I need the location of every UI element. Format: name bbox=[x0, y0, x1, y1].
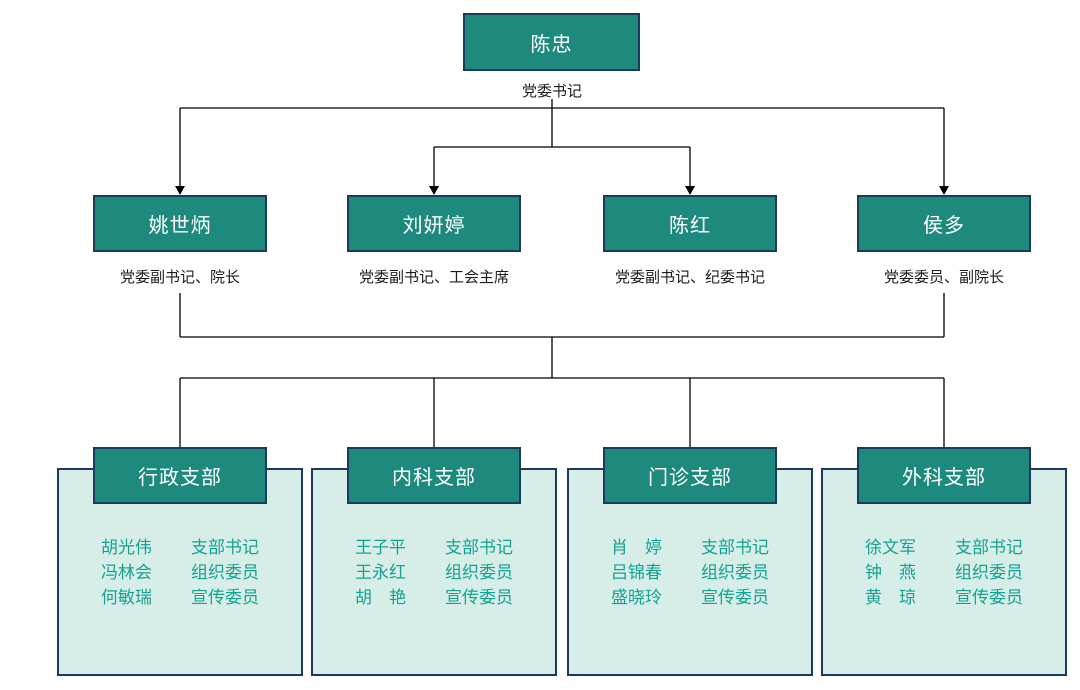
member-name: 肖 婷 bbox=[611, 538, 662, 558]
org-node-dept[interactable]: 行政支部 bbox=[93, 447, 267, 504]
member-row: 王子平 支部书记 bbox=[355, 536, 513, 561]
member-role: 宣传委员 bbox=[445, 588, 513, 608]
org-node-root[interactable]: 陈忠 bbox=[463, 13, 640, 71]
org-node-leader[interactable]: 陈红 bbox=[603, 195, 777, 252]
org-node-name: 陈忠 bbox=[530, 31, 573, 56]
org-node-leader[interactable]: 姚世炳 bbox=[93, 195, 267, 252]
arrowhead-icon bbox=[429, 186, 439, 195]
org-node-title: 党委副书记、纪委书记 bbox=[614, 268, 765, 286]
member-row: 胡 艳 宣传委员 bbox=[355, 586, 513, 611]
member-row: 冯林会 组织委员 bbox=[101, 561, 259, 586]
member-row: 王永红 组织委员 bbox=[355, 561, 513, 586]
member-list: 徐文军 支部书记 钟 燕 组织委员 黄 琼 宣传委员 bbox=[865, 536, 1023, 611]
member-role: 支部书记 bbox=[955, 538, 1023, 558]
org-node-name: 行政支部 bbox=[138, 465, 222, 489]
org-node-leader[interactable]: 侯多 bbox=[857, 195, 1031, 252]
org-node-name: 门诊支部 bbox=[648, 465, 732, 489]
member-name: 黄 琼 bbox=[865, 588, 916, 608]
member-role: 组织委员 bbox=[191, 563, 259, 583]
member-role: 宣传委员 bbox=[955, 588, 1023, 608]
arrowhead-icon bbox=[175, 186, 185, 195]
org-node-title: 党委副书记、工会主席 bbox=[358, 268, 509, 286]
member-row: 黄 琼 宣传委员 bbox=[865, 586, 1023, 611]
member-name: 吕锦春 bbox=[611, 563, 662, 583]
member-name: 盛晓玲 bbox=[611, 588, 662, 608]
member-role: 组织委员 bbox=[701, 563, 769, 583]
member-role: 支部书记 bbox=[191, 538, 259, 558]
org-node-title: 党委书记 bbox=[521, 82, 582, 100]
member-row: 肖 婷 支部书记 bbox=[611, 536, 769, 561]
member-name: 钟 燕 bbox=[865, 563, 916, 583]
member-name: 王永红 bbox=[355, 563, 406, 583]
member-row: 徐文军 支部书记 bbox=[865, 536, 1023, 561]
member-role: 支部书记 bbox=[445, 538, 513, 558]
member-row: 何敏瑞 宣传委员 bbox=[101, 586, 259, 611]
org-node-name: 侯多 bbox=[923, 213, 965, 237]
member-role: 组织委员 bbox=[955, 563, 1023, 583]
arrowhead-icon bbox=[685, 186, 695, 195]
member-name: 胡 艳 bbox=[355, 588, 406, 608]
arrowhead-icon bbox=[939, 186, 949, 195]
member-row: 吕锦春 组织委员 bbox=[611, 561, 769, 586]
org-node-leader[interactable]: 刘妍婷 bbox=[347, 195, 521, 252]
member-row: 钟 燕 组织委员 bbox=[865, 561, 1023, 586]
org-node-name: 姚世炳 bbox=[148, 213, 212, 237]
member-list: 肖 婷 支部书记 吕锦春 组织委员 盛晓玲 宣传委员 bbox=[611, 536, 769, 611]
member-name: 徐文军 bbox=[865, 538, 916, 558]
member-name: 胡光伟 bbox=[101, 538, 152, 558]
org-node-title: 党委副书记、院长 bbox=[119, 268, 240, 286]
member-name: 冯林会 bbox=[101, 563, 152, 583]
member-role: 支部书记 bbox=[701, 538, 769, 558]
org-node-dept[interactable]: 外科支部 bbox=[857, 447, 1031, 504]
member-role: 宣传委员 bbox=[701, 588, 769, 608]
member-row: 盛晓玲 宣传委员 bbox=[611, 586, 769, 611]
member-row: 胡光伟 支部书记 bbox=[101, 536, 259, 561]
member-role: 组织委员 bbox=[445, 563, 513, 583]
org-node-name: 外科支部 bbox=[902, 465, 986, 489]
org-node-dept[interactable]: 内科支部 bbox=[347, 447, 521, 504]
member-name: 王子平 bbox=[355, 538, 406, 558]
member-list: 王子平 支部书记 王永红 组织委员 胡 艳 宣传委员 bbox=[355, 536, 513, 611]
member-name: 何敏瑞 bbox=[101, 588, 152, 608]
member-list: 胡光伟 支部书记 冯林会 组织委员 何敏瑞 宣传委员 bbox=[101, 536, 259, 611]
org-node-name: 内科支部 bbox=[392, 465, 476, 489]
org-node-title: 党委委员、副院长 bbox=[883, 268, 1004, 286]
org-node-dept[interactable]: 门诊支部 bbox=[603, 447, 777, 504]
member-role: 宣传委员 bbox=[191, 588, 259, 608]
org-node-name: 刘妍婷 bbox=[402, 213, 466, 237]
org-node-name: 陈红 bbox=[669, 213, 711, 237]
